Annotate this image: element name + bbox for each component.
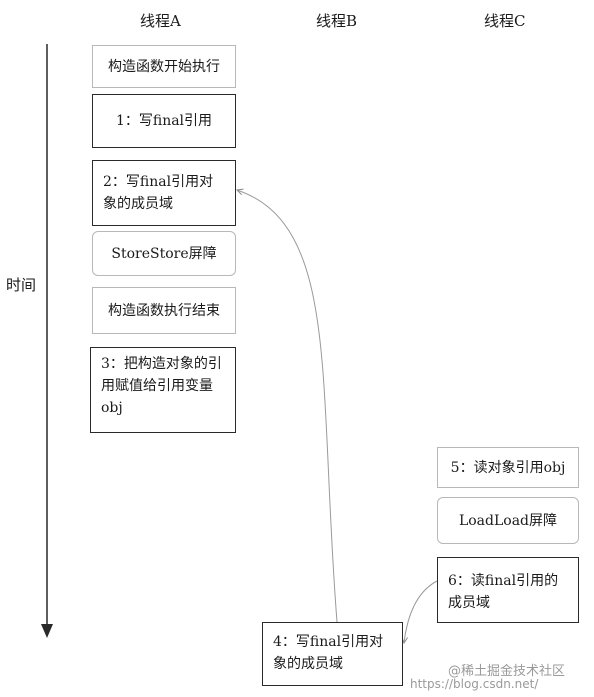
loadload-text: LoadLoad屏障 xyxy=(458,512,558,529)
step3-text: 3：把构造对象的引用赋值给引用变量obj xyxy=(101,356,222,416)
time-axis-label: 时间 xyxy=(6,276,37,294)
thread-c-header: 线程C xyxy=(484,12,526,30)
dependency-arrow-step6-to-step4 xyxy=(404,580,438,643)
storestore-text: StoreStore屏障 xyxy=(111,245,217,262)
ctor-start-box: 构造函数开始执行 xyxy=(92,45,236,88)
watermark-brand: @稀土掘金技术社区 xyxy=(448,664,566,679)
storestore-barrier-box: StoreStore屏障 xyxy=(92,231,236,276)
step4-box: 4：写final引用对象的成员域 xyxy=(262,622,403,686)
step5-box: 5：读对象引用obj xyxy=(437,447,579,488)
time-axis-arrow xyxy=(41,44,53,638)
step6-text: 6：读final引用的成员域 xyxy=(448,573,559,611)
step2-box: 2：写final引用对象的成员域 xyxy=(92,160,236,226)
thread-a-header: 线程A xyxy=(140,12,181,30)
thread-b-header: 线程B xyxy=(316,12,358,30)
step6-box: 6：读final引用的成员域 xyxy=(437,557,579,623)
step1-text: 1：写final引用 xyxy=(115,113,213,129)
loadload-barrier-box: LoadLoad屏障 xyxy=(437,497,579,544)
step1-box: 1：写final引用 xyxy=(92,94,236,148)
reorder-arrow-step4-to-step2 xyxy=(237,190,338,623)
step4-text: 4：写final引用对象的成员域 xyxy=(273,634,384,672)
watermark-url: https://blog.csdn.net/ xyxy=(410,677,539,691)
ctor-start-text: 构造函数开始执行 xyxy=(108,58,220,75)
step5-text: 5：读对象引用obj xyxy=(450,459,566,476)
ctor-end-box: 构造函数执行结束 xyxy=(92,287,236,334)
step2-text: 2：写final引用对象的成员域 xyxy=(103,174,214,212)
ctor-end-text: 构造函数执行结束 xyxy=(108,302,220,319)
step3-box: 3：把构造对象的引用赋值给引用变量obj xyxy=(90,347,236,433)
